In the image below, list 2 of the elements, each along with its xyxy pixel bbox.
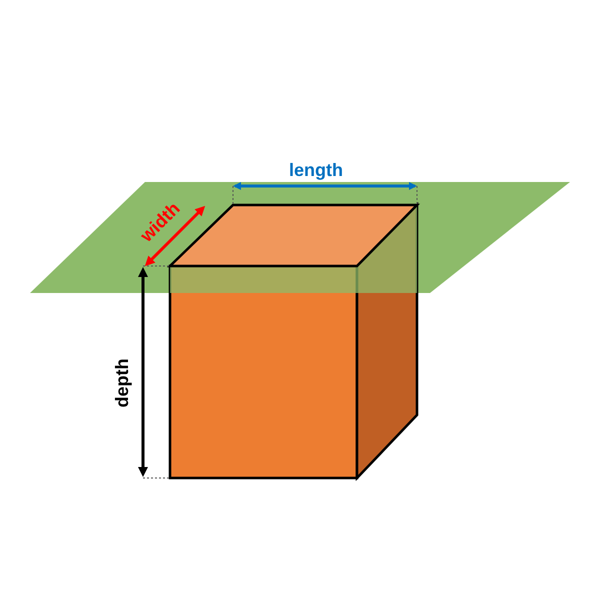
dimension-label: length	[289, 159, 343, 182]
dimension-label: depth	[111, 358, 133, 408]
